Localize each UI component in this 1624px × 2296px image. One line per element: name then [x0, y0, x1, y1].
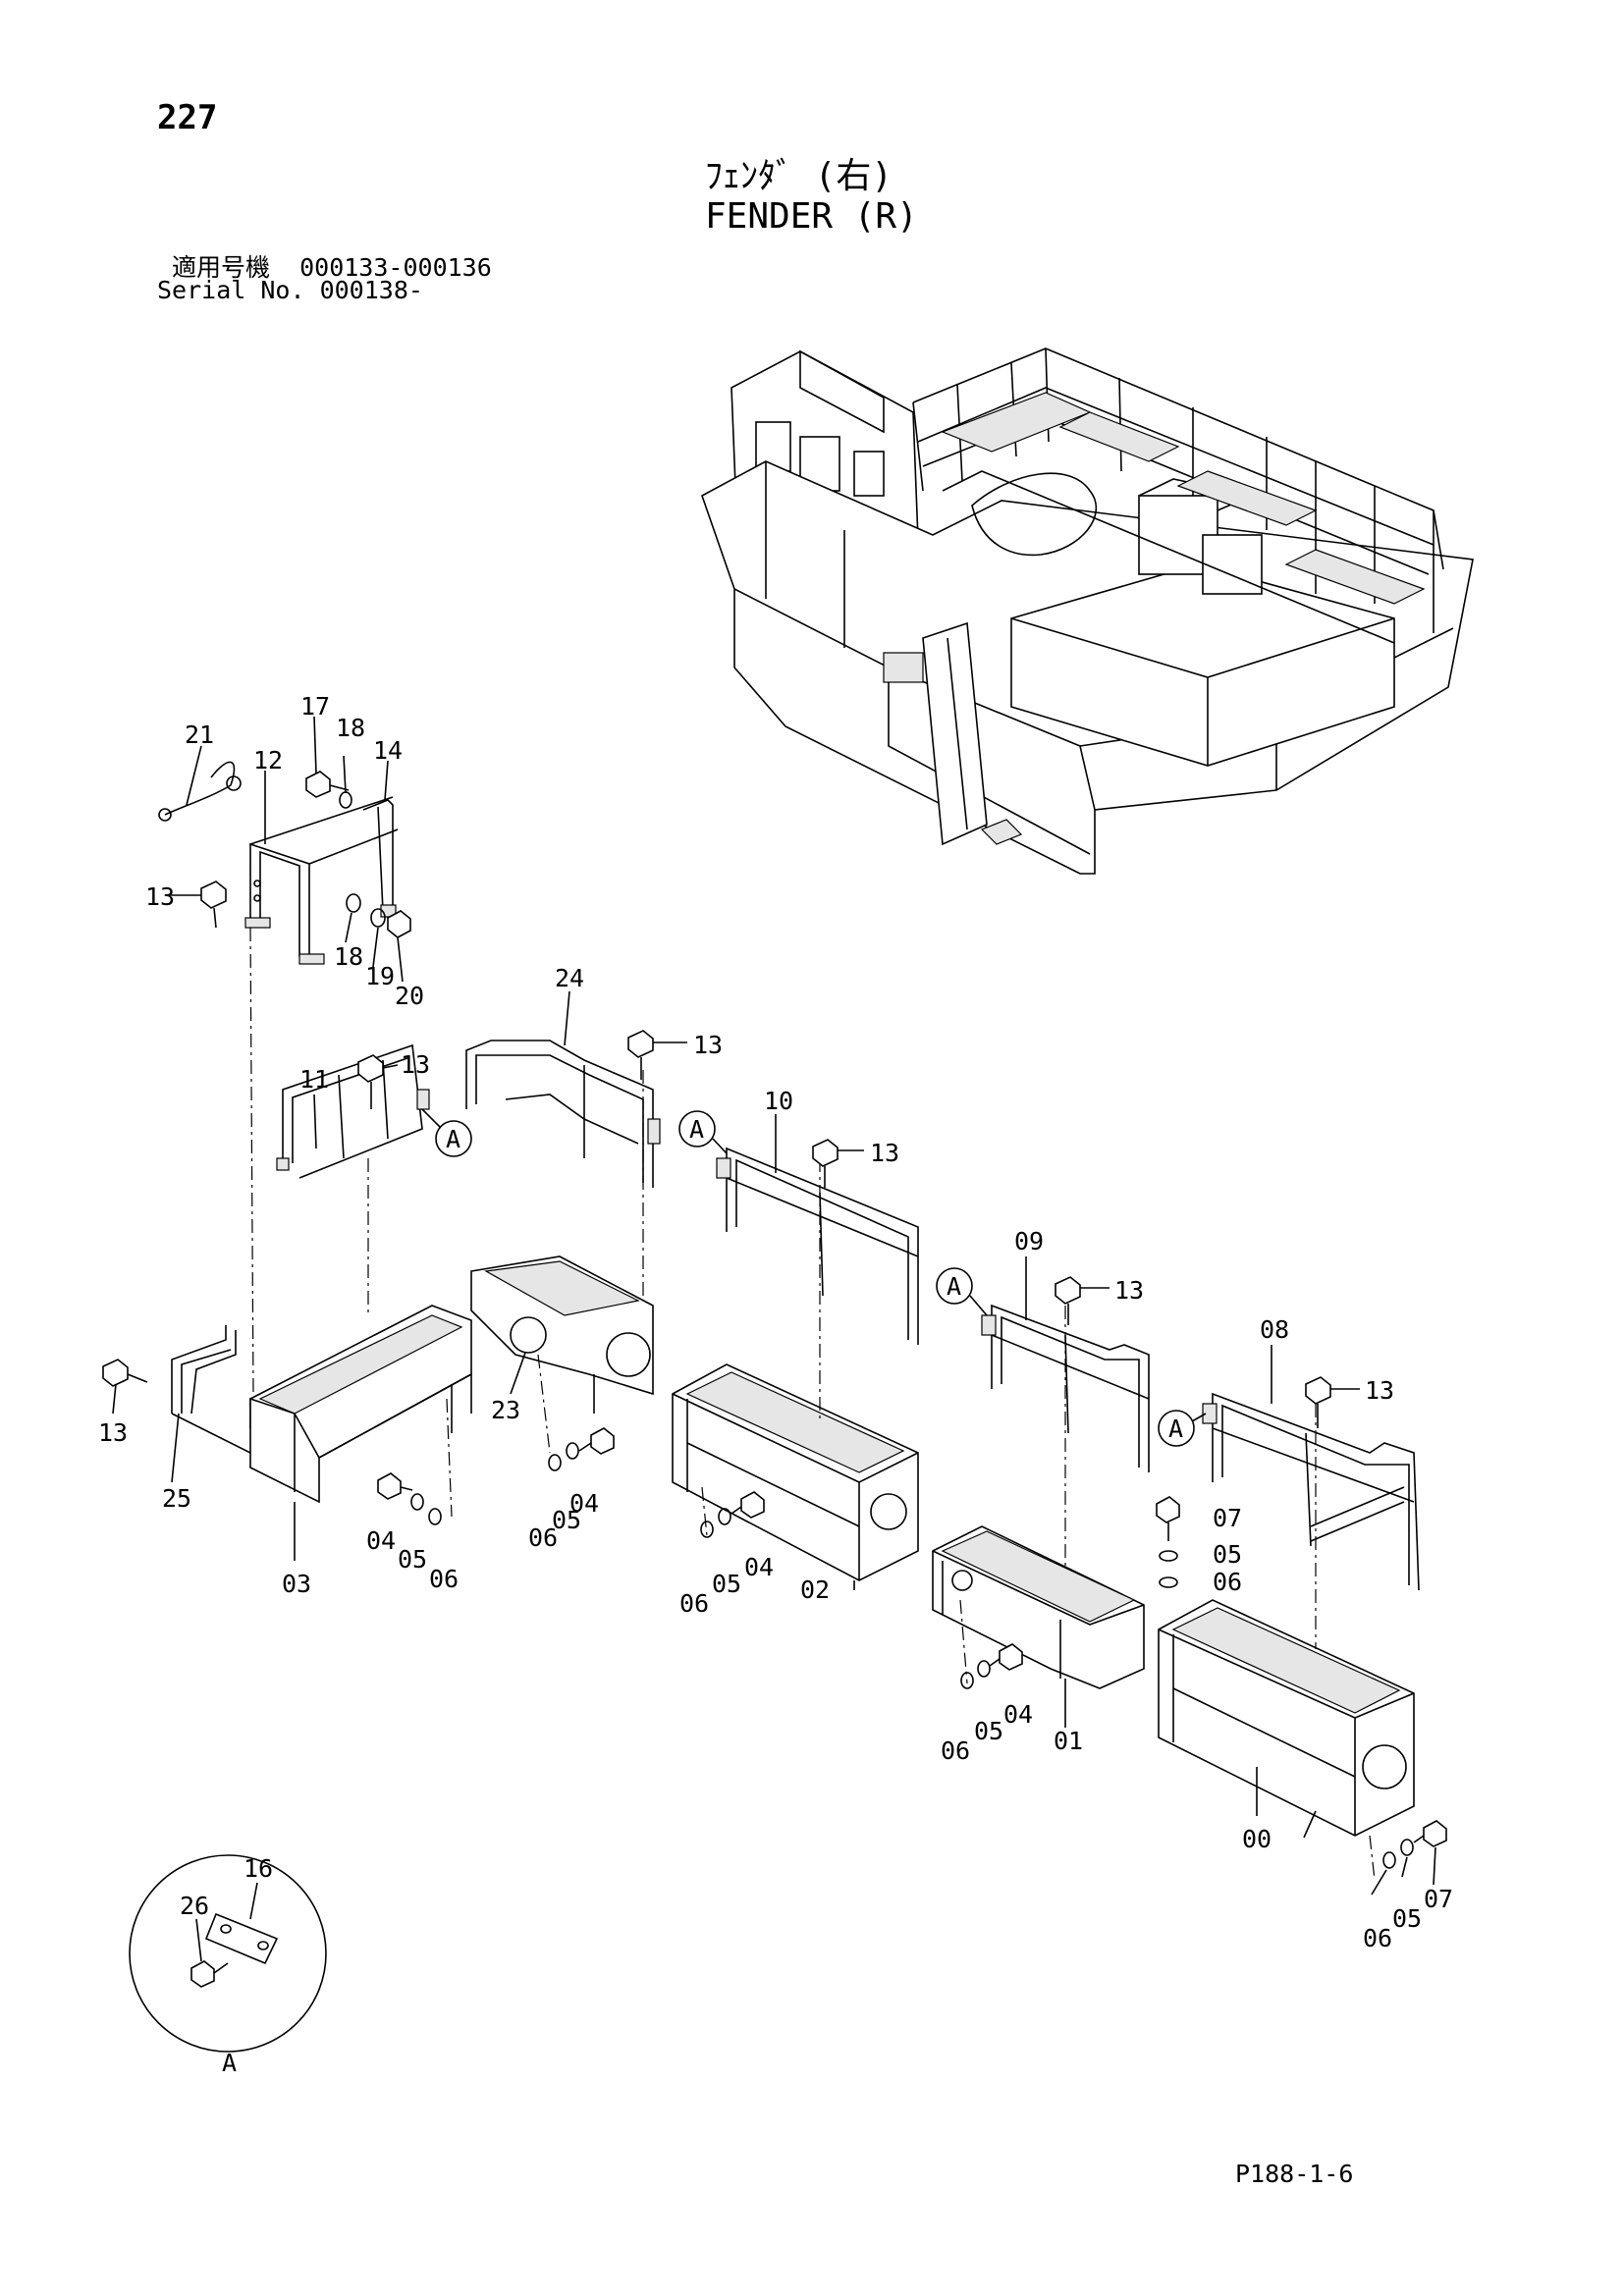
- label-20: 20: [395, 982, 424, 1010]
- label-06a: 06: [528, 1523, 558, 1552]
- label-05b: 05: [398, 1545, 427, 1574]
- bolt-07b: [1413, 1820, 1447, 1847]
- washer-19: [370, 908, 386, 928]
- label-11: 11: [299, 1065, 329, 1094]
- label-04a: 04: [569, 1489, 599, 1518]
- svg-text:A: A: [222, 2049, 237, 2077]
- label-12: 12: [253, 746, 283, 774]
- part-02-step: [672, 1363, 919, 1581]
- washer-18b: [346, 893, 361, 913]
- label-07b: 07: [1424, 1885, 1453, 1913]
- bolt-13g: [102, 1359, 148, 1387]
- label-23: 23: [491, 1396, 520, 1424]
- bolt-13e: [1055, 1276, 1081, 1325]
- washer-18a: [339, 791, 352, 809]
- label-10: 10: [764, 1087, 793, 1115]
- label-05d: 05: [712, 1570, 741, 1598]
- detail-a-view: A: [129, 1854, 327, 2077]
- part-12-handrail: [244, 796, 399, 965]
- label-13e: 13: [1114, 1276, 1144, 1305]
- label-07a: 07: [1213, 1504, 1242, 1532]
- label-03: 03: [282, 1570, 311, 1598]
- label-26: 26: [180, 1892, 209, 1920]
- label-17: 17: [300, 692, 330, 721]
- label-06c: 06: [1213, 1568, 1242, 1596]
- part-14-bracket: [362, 799, 397, 918]
- part-21-chain: [158, 761, 242, 822]
- label-18b: 18: [334, 942, 363, 971]
- label-06d: 06: [679, 1589, 709, 1618]
- label-04b: 04: [366, 1526, 396, 1555]
- page-number: 227: [157, 98, 218, 137]
- label-09: 09: [1014, 1227, 1044, 1255]
- label-25: 25: [162, 1484, 191, 1513]
- label-19: 19: [365, 962, 395, 990]
- detail-a-callouts: A A A A: [421, 1108, 1207, 1447]
- label-06f: 06: [1363, 1924, 1392, 1952]
- part-08-railing: [1202, 1392, 1420, 1591]
- label-05f: 05: [1392, 1904, 1422, 1933]
- label-13c: 13: [693, 1031, 723, 1059]
- serial-applicability-jp: 適用号機 000133-000136: [172, 253, 492, 282]
- machine-overview-illustration: [701, 347, 1474, 875]
- drawing-code: P188-1-6: [1235, 2160, 1354, 2188]
- bolt-13f: [1305, 1376, 1331, 1428]
- serial-number-line: Serial No. 000138-: [157, 276, 423, 304]
- part-labels: 21 12 17 18 14 13 18 19 20 24 13 13 11 1…: [98, 692, 1453, 1962]
- label-02: 02: [800, 1575, 830, 1604]
- label-13a: 13: [145, 882, 175, 911]
- bolt-13b: [357, 1054, 384, 1109]
- part-03-step: [249, 1305, 472, 1504]
- label-08: 08: [1260, 1315, 1289, 1344]
- svg-text:A: A: [1168, 1415, 1183, 1443]
- bolt-04a: [377, 1472, 413, 1500]
- label-06b: 06: [429, 1565, 459, 1593]
- label-13b: 13: [401, 1050, 430, 1079]
- label-05e: 05: [974, 1717, 1003, 1745]
- label-13g: 13: [98, 1418, 128, 1447]
- part-09-railing: [981, 1304, 1150, 1472]
- label-01: 01: [1054, 1727, 1083, 1755]
- part-24-corner-railing: [465, 1040, 661, 1188]
- svg-text:A: A: [947, 1272, 961, 1301]
- title-english: FENDER (R): [705, 196, 918, 237]
- bolt-07a: [1156, 1496, 1180, 1541]
- label-05c: 05: [1213, 1540, 1242, 1569]
- bolt-04d: [989, 1643, 1023, 1671]
- label-00: 00: [1242, 1825, 1272, 1853]
- title-japanese: ﾌｪﾝﾀﾞ (右): [705, 156, 893, 196]
- svg-text:A: A: [689, 1115, 704, 1144]
- alignment-lines: [249, 927, 1376, 1881]
- label-18a: 18: [336, 714, 365, 742]
- label-21: 21: [185, 721, 214, 749]
- label-13f: 13: [1365, 1376, 1394, 1405]
- nut-20: [387, 910, 411, 938]
- label-05a: 05: [552, 1506, 581, 1534]
- bolt-04b: [578, 1427, 615, 1455]
- label-13d: 13: [870, 1139, 899, 1167]
- label-06e: 06: [941, 1736, 970, 1765]
- part-00-step: [1158, 1599, 1415, 1837]
- fasteners: [102, 771, 1447, 1869]
- part-23-step: [470, 1255, 654, 1414]
- label-04d: 04: [1003, 1700, 1033, 1729]
- part-10-long-railing: [716, 1147, 919, 1345]
- label-04c: 04: [744, 1553, 774, 1581]
- bolt-13a: [200, 881, 227, 929]
- label-14: 14: [373, 736, 403, 765]
- svg-text:A: A: [446, 1125, 460, 1153]
- leader-lines: [112, 716, 1360, 1816]
- part-01-step: [932, 1525, 1145, 1689]
- bolt-13c: [627, 1030, 654, 1080]
- label-24: 24: [555, 964, 584, 992]
- part-25-bracket: [171, 1325, 251, 1454]
- label-16: 16: [244, 1854, 273, 1883]
- bolt-13d: [812, 1139, 839, 1188]
- bolt-04c: [731, 1491, 765, 1519]
